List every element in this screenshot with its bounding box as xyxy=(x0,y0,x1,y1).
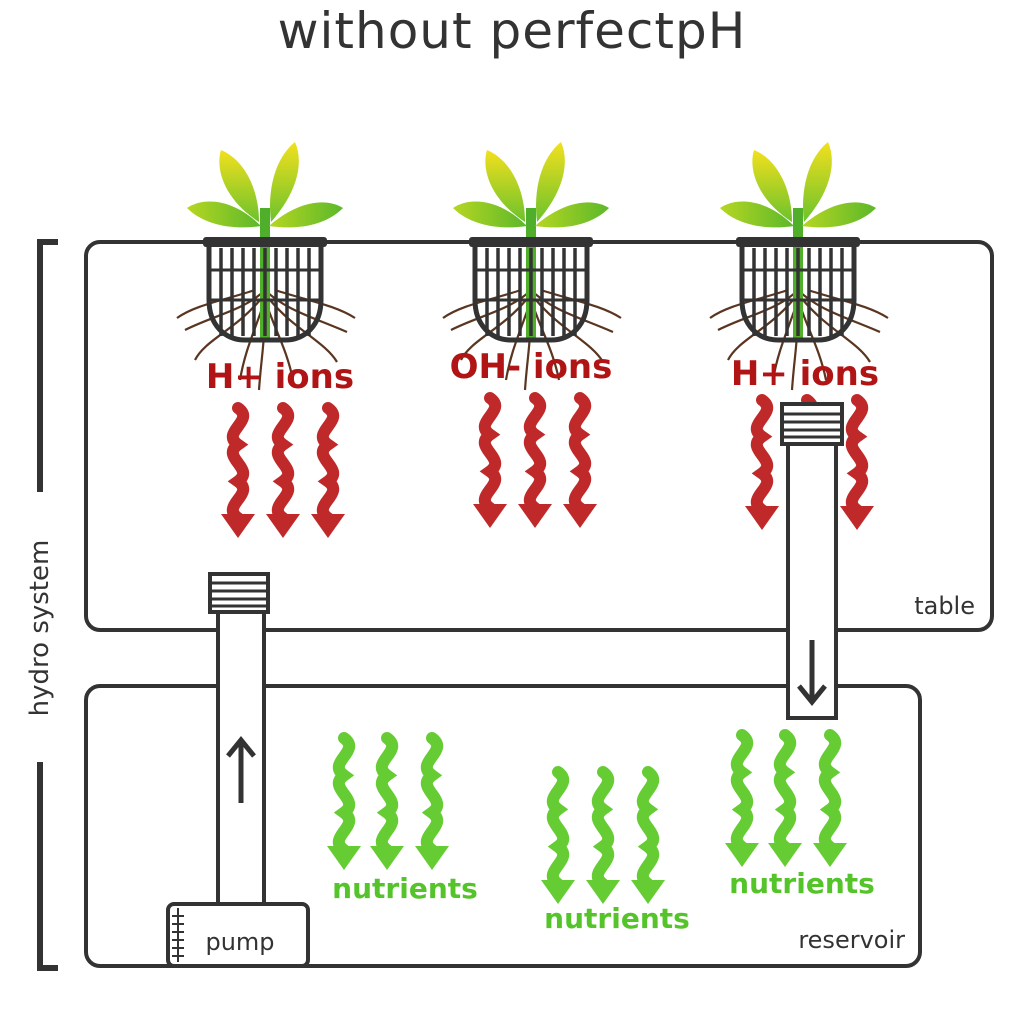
nutrient-arrow xyxy=(586,766,620,904)
ion-arrow xyxy=(266,402,300,538)
ion-label: H+ ions xyxy=(731,354,879,394)
nutrient-arrow xyxy=(370,732,404,870)
ion-arrow xyxy=(221,402,255,538)
ion-arrow xyxy=(518,392,552,528)
ion-label: OH- ions xyxy=(450,347,613,387)
ion-arrow-group xyxy=(473,392,597,528)
ion-arrow xyxy=(563,392,597,528)
nutrient-arrow-group xyxy=(327,732,449,870)
ion-label: H+ ions xyxy=(206,357,354,397)
nutrient-arrow xyxy=(415,732,449,870)
net-pot xyxy=(203,237,327,343)
nutrient-arrow-group xyxy=(725,729,847,867)
reservoir-label: reservoir xyxy=(798,926,905,954)
diagram-title: without perfectpH xyxy=(278,2,747,60)
ion-arrow xyxy=(745,394,779,530)
nutrient-label: nutrients xyxy=(729,867,875,900)
nutrient-arrow-group xyxy=(541,766,665,904)
nutrient-label: nutrients xyxy=(332,872,478,905)
plant xyxy=(709,142,889,391)
supply-pipe xyxy=(208,572,270,908)
ion-arrow xyxy=(311,402,345,538)
nutrient-arrow xyxy=(725,729,759,867)
plant xyxy=(442,142,622,391)
nutrient-arrow xyxy=(541,766,575,904)
return-pipe xyxy=(780,402,844,720)
net-pot xyxy=(736,237,860,343)
down-arrow-icon xyxy=(797,640,827,706)
leaves xyxy=(453,142,609,228)
pump: pump xyxy=(166,902,310,968)
table-label: table xyxy=(914,592,975,620)
nutrient-arrow xyxy=(631,766,665,904)
leaves xyxy=(720,142,876,228)
hydro-system-bracket: hydro system xyxy=(25,239,58,971)
nutrient-arrow xyxy=(768,729,802,867)
hydro-system-label: hydro system xyxy=(25,540,55,717)
reservoir-box: reservoir xyxy=(84,684,922,968)
ion-arrow xyxy=(840,394,874,530)
nutrient-label: nutrients xyxy=(544,902,690,935)
up-arrow-icon xyxy=(226,736,256,803)
pump-label: pump xyxy=(205,928,274,956)
nutrient-arrow xyxy=(327,732,361,870)
net-pot xyxy=(469,237,593,343)
nutrient-arrow xyxy=(813,729,847,867)
plant xyxy=(176,142,356,391)
ion-arrow-group xyxy=(221,402,345,538)
leaves xyxy=(187,142,343,228)
ion-arrow xyxy=(473,392,507,528)
